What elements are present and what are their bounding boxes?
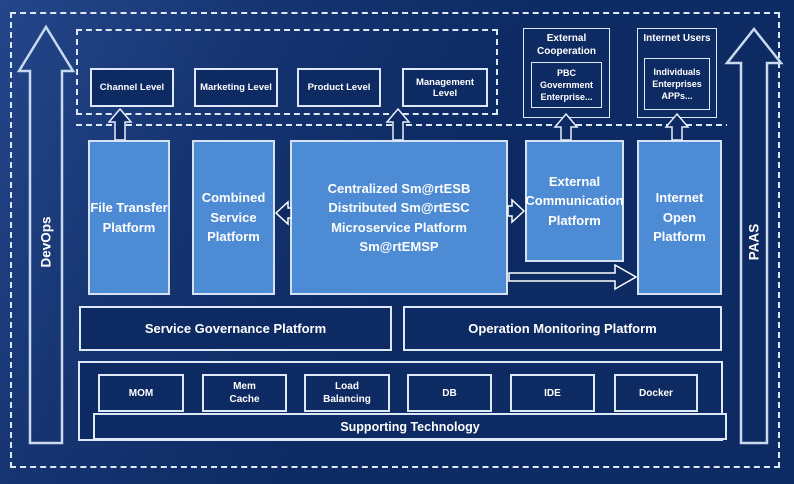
marketing-level-box: Marketing Level	[194, 68, 278, 107]
external-communication-platform-label: External Communication Platform	[525, 173, 624, 228]
service-governance-platform: Service Governance Platform	[79, 306, 392, 351]
channel-level-label: Channel Level	[99, 82, 165, 93]
tech-load-balancing-line2: Balancing	[323, 394, 371, 405]
tech-mom-label: MOM	[128, 387, 154, 399]
supporting-technology-label: Supporting Technology	[340, 419, 480, 434]
combined-service-platform: Combined Service Platform	[192, 140, 275, 295]
central-esb-line3: Microservice Platform Sm@rtEMSP	[331, 219, 467, 255]
outer-dashed-border	[10, 12, 780, 468]
left-arrow-esb-to-combined-icon	[274, 200, 292, 226]
operation-monitoring-label: Operation Monitoring Platform	[468, 321, 657, 336]
individuals-line3: APPs...	[661, 91, 693, 102]
supporting-technology-bar: Supporting Technology	[93, 413, 727, 440]
management-level-label: Management Level	[415, 76, 475, 99]
business-levels-container	[76, 29, 498, 115]
internet-open-platform-label: Internet Open Platform	[653, 190, 706, 245]
paas-arrow	[724, 26, 784, 445]
up-arrow-internet-users-icon	[664, 112, 690, 141]
combined-service-platform-label: Combined Service Platform	[201, 190, 266, 245]
central-esb-platform: Centralized Sm@rtESB Distributed Sm@rtES…	[290, 140, 508, 295]
tech-box-docker: Docker	[614, 374, 698, 412]
individuals-line2: Enterprises	[652, 78, 702, 89]
pbc-government-box: PBC Government Enterprise...	[531, 62, 602, 108]
up-arrow-file-transfer-icon	[107, 107, 133, 141]
file-transfer-platform-label: File Transfer Platform	[90, 200, 168, 235]
individuals-line1: Individuals	[653, 66, 701, 77]
tech-box-mom: MOM	[98, 374, 184, 412]
up-arrow-external-cooperation-icon	[553, 112, 579, 141]
product-level-box: Product Level	[297, 68, 381, 107]
tech-load-balancing-line1: Load	[335, 381, 359, 392]
devops-label: DevOps	[39, 216, 54, 267]
devops-arrow	[16, 24, 76, 445]
tech-ide-label: IDE	[544, 387, 561, 399]
long-arrow-esb-to-internet-open-icon	[508, 263, 638, 291]
tech-mem-cache-line1: Mem	[233, 381, 256, 392]
external-communication-platform: External Communication Platform	[525, 140, 624, 262]
paas-label: PAAS	[747, 224, 762, 261]
service-governance-label: Service Governance Platform	[144, 321, 327, 336]
individuals-box: Individuals Enterprises APPs...	[644, 58, 710, 110]
right-arrow-esb-to-external-comm-icon	[507, 198, 526, 224]
external-cooperation-title-line2: Cooperation	[537, 45, 596, 57]
central-esb-line2: Distributed Sm@rtESC	[328, 200, 470, 215]
central-esb-line1: Centralized Sm@rtESB	[327, 180, 471, 196]
external-cooperation-title-line1: External	[546, 33, 587, 44]
operation-monitoring-platform: Operation Monitoring Platform	[403, 306, 722, 351]
management-level-box: Management Level	[402, 68, 488, 107]
pbc-government-line2: Enterprise...	[540, 92, 593, 103]
internet-users-box: Internet Users Individuals Enterprises A…	[637, 28, 717, 118]
external-cooperation-title: External Cooperation	[524, 33, 609, 58]
tech-box-db: DB	[407, 374, 492, 412]
file-transfer-platform: File Transfer Platform	[88, 140, 170, 295]
marketing-level-label: Marketing Level	[200, 82, 272, 93]
tech-db-label: DB	[442, 387, 457, 399]
product-level-label: Product Level	[307, 82, 371, 93]
internet-open-platform: Internet Open Platform	[637, 140, 722, 295]
tech-box-ide: IDE	[510, 374, 595, 412]
tech-docker-label: Docker	[639, 387, 673, 399]
channel-level-box: Channel Level	[90, 68, 174, 107]
tech-box-mem-cache: Mem Cache	[202, 374, 287, 412]
pbc-government-line1: PBC Government	[539, 67, 593, 90]
external-cooperation-box: External Cooperation PBC Government Ente…	[523, 28, 610, 118]
up-arrow-central-icon	[385, 107, 411, 141]
tech-box-load-balancing: Load Balancing	[304, 374, 390, 412]
internet-users-title: Internet Users	[643, 33, 711, 44]
tech-mem-cache-line2: Cache	[229, 394, 260, 405]
